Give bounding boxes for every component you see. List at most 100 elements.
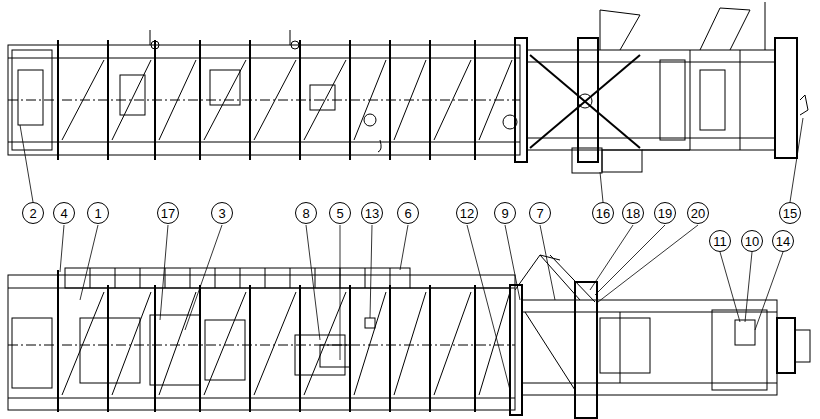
- drawing-line: [57, 270, 59, 412]
- callout-number: 14: [776, 235, 790, 248]
- drawing-line: [140, 268, 141, 288]
- callout-number: 5: [336, 207, 343, 220]
- drawing-line: [8, 58, 520, 59]
- callout-number: 16: [596, 207, 610, 220]
- drawing-line: [550, 255, 595, 302]
- drawing-line: [159, 292, 196, 395]
- drawing-line: [20, 125, 33, 202]
- callout-circle: 1: [87, 202, 109, 224]
- drawing-line: [620, 312, 621, 383]
- drawing-line: [299, 40, 301, 160]
- drawing-line: [18, 70, 43, 125]
- drawing-line: [315, 268, 316, 288]
- callout-circle: 16: [592, 202, 614, 224]
- drawing-line: [578, 94, 592, 108]
- callout-number: 3: [218, 207, 225, 220]
- callout-number: 19: [658, 207, 672, 220]
- drawing-line: [690, 50, 691, 150]
- drawing-line: [62, 292, 104, 395]
- drawing-line: [60, 225, 64, 272]
- drawing-line: [712, 310, 767, 390]
- callout-circle: 7: [529, 202, 551, 224]
- drawing-line: [434, 292, 471, 395]
- drawing-line: [365, 318, 375, 328]
- drawing-line: [730, 10, 750, 50]
- drawing-line: [429, 40, 431, 160]
- callout-number: 4: [60, 207, 67, 220]
- drawing-line: [522, 300, 777, 395]
- drawing-line: [642, 150, 690, 151]
- drawing-line: [8, 142, 520, 143]
- callout-number: 2: [29, 207, 36, 220]
- callout-circle: 8: [295, 202, 317, 224]
- drawing-line: [527, 50, 775, 150]
- drawing-line: [765, 2, 766, 50]
- callout-number: 10: [745, 235, 759, 248]
- drawing-line: [527, 138, 775, 139]
- callout-circle: 11: [709, 230, 731, 252]
- drawing-line: [389, 40, 391, 160]
- drawing-line: [700, 8, 720, 50]
- drawing-line: [578, 38, 598, 162]
- drawing-line: [65, 268, 410, 288]
- drawing-line: [265, 268, 266, 288]
- drawing-line: [365, 268, 366, 288]
- drawing-line: [8, 45, 520, 155]
- callout-circle: 3: [211, 202, 233, 224]
- drawing-line: [299, 285, 301, 412]
- callout-number: 13: [365, 207, 379, 220]
- drawing-line: [479, 292, 510, 395]
- callout-circle: 18: [622, 202, 644, 224]
- top-view: [8, 2, 808, 173]
- drawing-line: [107, 40, 109, 160]
- callout-circle: 9: [494, 202, 516, 224]
- drawing-line: [602, 150, 642, 172]
- drawing-line: [370, 225, 372, 318]
- drawing-line: [755, 252, 783, 330]
- callout-circle: 12: [456, 202, 478, 224]
- drawing-line: [160, 225, 168, 320]
- callout-number: 11: [713, 235, 727, 248]
- drawing-line: [600, 10, 640, 15]
- drawing-line: [8, 100, 520, 101]
- drawing-line: [522, 312, 777, 313]
- drawing-line: [290, 30, 291, 45]
- drawing-line: [204, 60, 246, 140]
- drawing-line: [364, 114, 376, 126]
- drawing-line: [394, 292, 426, 395]
- drawing-line: [394, 60, 426, 140]
- drawing-line: [735, 320, 755, 345]
- callout-number: 18: [626, 207, 640, 220]
- drawing-line: [530, 55, 640, 148]
- callout-circle: 4: [53, 202, 75, 224]
- drawing-line: [467, 225, 510, 390]
- drawing-line: [410, 288, 510, 289]
- drawing-line: [62, 60, 104, 140]
- drawing-line: [600, 318, 650, 373]
- drawing-line: [745, 252, 752, 322]
- drawing-line: [474, 285, 476, 412]
- leader-lines: [20, 118, 803, 390]
- drawing-line: [340, 225, 341, 360]
- drawing-line: [8, 345, 515, 346]
- side-view: [8, 255, 810, 418]
- drawing-line: [429, 285, 431, 412]
- drawing-line: [310, 85, 335, 110]
- drawing-line: [354, 60, 386, 140]
- callout-number: 9: [501, 207, 508, 220]
- drawing-line: [740, 50, 741, 150]
- drawing-line: [720, 252, 740, 322]
- drawing-line: [120, 75, 145, 115]
- drawing-line: [515, 38, 527, 162]
- drawing-line: [660, 60, 685, 140]
- callout-number: 17: [161, 207, 175, 220]
- drawing-line: [515, 255, 540, 290]
- callout-number: 8: [302, 207, 309, 220]
- callout-number: 20: [691, 207, 705, 220]
- drawing-line: [790, 118, 803, 202]
- drawing-line: [291, 41, 299, 49]
- drawing-line: [199, 40, 201, 160]
- drawing-line: [80, 318, 140, 383]
- drawing-line: [304, 60, 346, 140]
- drawing-line: [595, 225, 665, 295]
